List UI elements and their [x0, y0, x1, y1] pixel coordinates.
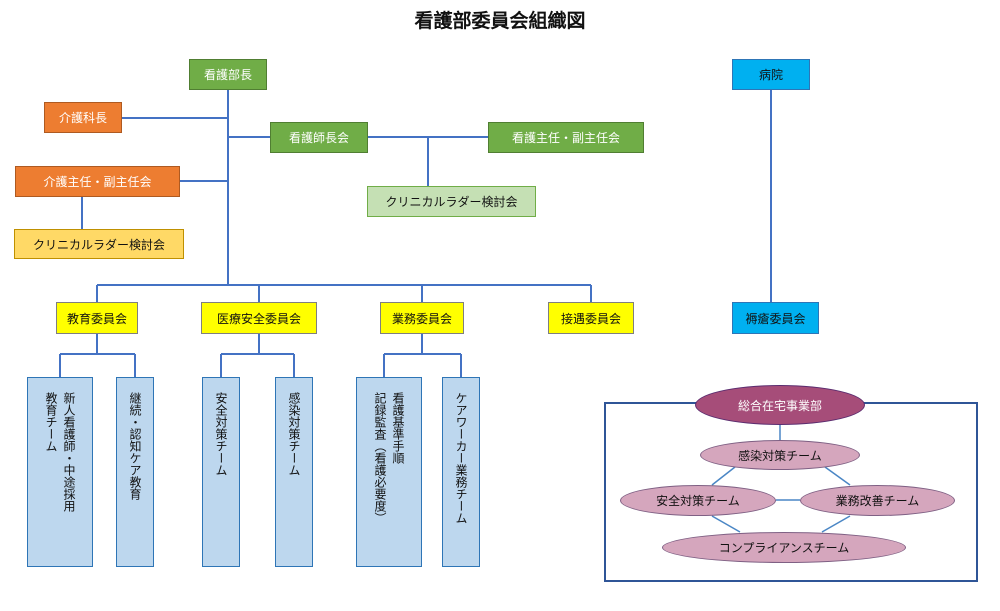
operations-committee-box: 業務委員会 — [380, 302, 464, 334]
nursing-director-box: 看護部長 — [189, 59, 267, 90]
hospital-box: 病院 — [732, 59, 810, 90]
team-label-line: 安全対策チーム — [214, 392, 228, 476]
page-title: 看護部委員会組織図 — [414, 10, 586, 32]
chief-meeting-box: 看護主任・副主任会 — [488, 122, 644, 153]
home-safety-team-ellipse: 安全対策チーム — [620, 485, 776, 516]
hospitality-committee-box: 接遇委員会 — [548, 302, 634, 334]
home-improvement-team-ellipse: 業務改善チーム — [800, 485, 955, 516]
care-chief-meeting-box: 介護主任・副主任会 — [15, 166, 180, 197]
team-label-line: 看護基準手順 — [391, 392, 405, 464]
home-infection-team-ellipse: 感染対策チーム — [700, 440, 860, 470]
education-committee-box: 教育委員会 — [56, 302, 138, 334]
team-label-line: 教育チーム — [44, 392, 58, 452]
education-team-a-box: 新人看護師・中途採用 教育チーム — [27, 377, 93, 567]
team-label-line: 記録監査（看護必要度） — [373, 392, 387, 524]
care-manager-box: 介護科長 — [44, 102, 122, 133]
pressure-ulcer-committee-box: 褥瘡委員会 — [732, 302, 819, 334]
operations-team-a-box: 看護基準手順 記録監査（看護必要度） — [356, 377, 422, 567]
operations-team-b-box: ケアワーカー業務チーム — [442, 377, 480, 567]
infection-team-box: 感染対策チーム — [275, 377, 313, 567]
medical-safety-committee-box: 医療安全委員会 — [201, 302, 317, 334]
team-label-line: ケアワーカー業務チーム — [454, 392, 468, 524]
clinical-ladder-left-box: クリニカルラダー検討会 — [14, 229, 184, 259]
team-label-line: 感染対策チーム — [287, 392, 301, 476]
education-team-b-box: 継続・認知ケア教育 — [116, 377, 154, 567]
team-label-line: 新人看護師・中途採用 — [62, 392, 76, 512]
clinical-ladder-right-box: クリニカルラダー検討会 — [367, 186, 536, 217]
head-nurse-meeting-box: 看護師長会 — [270, 122, 368, 153]
home-care-department-ellipse: 総合在宅事業部 — [695, 385, 865, 425]
team-label-line: 継続・認知ケア教育 — [128, 392, 142, 500]
safety-team-box: 安全対策チーム — [202, 377, 240, 567]
home-compliance-team-ellipse: コンプライアンスチーム — [662, 532, 906, 563]
